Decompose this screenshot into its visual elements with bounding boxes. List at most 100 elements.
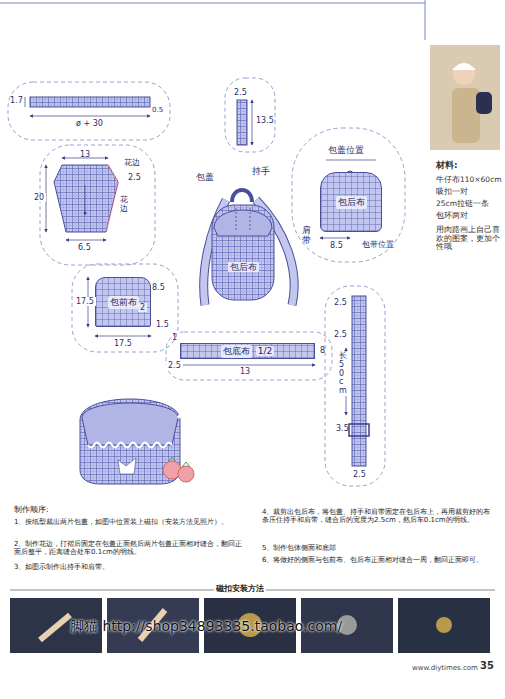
pattern-piece: 包后布: [320, 172, 382, 232]
dimension-label: 13: [80, 150, 90, 159]
drawing-part: [452, 88, 480, 143]
piece-name: 包后布: [336, 196, 367, 209]
dimension-label: 2.5: [166, 361, 183, 370]
dimension-label: 脚猫 http://shop34893335.taobao.com/: [70, 618, 342, 634]
drawing-part: [430, 45, 500, 150]
drawing-part: [436, 617, 452, 633]
dimension-label: 磁扣安装方法: [214, 584, 266, 593]
flap-piece: [46, 158, 118, 240]
dimension-label: 0.5: [152, 106, 163, 114]
drawing-part: [225, 78, 275, 152]
bottom-strip-marks: [180, 365, 315, 366]
materials-text: 用肉路画上自己喜欢的图案，更加个性哦: [436, 226, 500, 252]
drawing-part: [178, 466, 194, 482]
dimension-label: 8.5: [152, 283, 165, 292]
drawing-part: [168, 457, 190, 467]
dimension-label: 花边: [120, 196, 128, 214]
drawing-part: [326, 160, 376, 161]
dimension-label: 1.5: [156, 320, 169, 329]
dimension-label: 1.7: [10, 96, 23, 105]
drawing-part: [72, 264, 178, 352]
dimension-label: 包带位置: [362, 240, 394, 249]
instruction-text: 1、按纸型裁出两片包盖，如图中位置装上磁扣（安装方法见照片）。: [14, 518, 248, 526]
drawing-part: [214, 210, 272, 236]
drawing-part: [30, 116, 150, 117]
pattern-piece: 包前布: [95, 277, 151, 327]
dimension-label: 3.5: [336, 424, 349, 433]
front-piece-marks: [88, 277, 151, 336]
instruction-text: 制作顺序:: [14, 506, 49, 515]
drawing-part: [95, 336, 151, 337]
dimension-label: 2.5: [128, 173, 141, 182]
drawing-part: [212, 205, 274, 300]
piece-name: 1/2: [256, 346, 274, 356]
strap-piece: [25, 97, 150, 116]
dimension-label: 1: [172, 333, 177, 342]
drawing-part: [40, 145, 155, 265]
drawing-part: [452, 63, 476, 70]
drawing-part: [349, 424, 369, 436]
drawing-part: [66, 240, 106, 241]
drawing-part: [352, 296, 366, 466]
drawing-part: [237, 100, 247, 145]
drawing-part: [82, 403, 178, 445]
drawing-part: [166, 332, 332, 380]
drawing-part: [453, 63, 475, 85]
drawing-part: [320, 238, 350, 239]
backpack-illustration: [204, 190, 294, 305]
page-rule: [0, 0, 425, 40]
dimension-label: 2.5: [334, 298, 347, 307]
materials-text: 材料:: [436, 160, 458, 170]
dimension-label: www.diytimes.com: [412, 664, 478, 672]
drawing-part: [180, 365, 315, 366]
dimension-label: 包后布: [228, 262, 259, 272]
dimension-label: 包盖位置: [328, 145, 364, 155]
drawing-part: [25, 97, 26, 107]
dimension-label: 包盖: [196, 172, 214, 182]
handle-piece: [237, 100, 252, 145]
dimension-label: 8.5: [330, 241, 343, 250]
dimension-label: 2: [138, 303, 147, 312]
dimension-label: 花边: [124, 158, 140, 167]
instruction-text: 3、如图示制作出持手和肩带。: [14, 563, 248, 571]
drawing-part: [8, 82, 170, 140]
dimension-label: 13: [240, 367, 250, 376]
dimension-label: 2.5: [234, 88, 247, 97]
materials-text: 吸扣一对: [436, 188, 468, 197]
drawing-part: [88, 443, 172, 448]
photo-child: [430, 45, 500, 150]
drawing-part: [30, 97, 150, 107]
drawing-part: [54, 165, 118, 232]
instruction-text: 6、将做好的侧面与包前布、包后布正面相对缝合一周，翻回正面即可。: [262, 556, 496, 564]
dimension-label: 6.5: [78, 243, 91, 252]
instruction-text: 5、制作包体侧面和底部: [262, 544, 496, 552]
pattern-piece: 包底布1/2: [180, 343, 315, 359]
dimension-label: 13.5: [256, 116, 274, 125]
materials-text: 25cm拉链一条: [436, 200, 489, 209]
dimension-label: 长 50cm: [337, 352, 349, 396]
drawing-part: [80, 399, 180, 484]
instruction-text: 2、制作花边，打褶后固定在包盖正面然后两片包盖正面相对缝合，翻回正面后整平，距离…: [14, 540, 248, 556]
install-photos: [10, 590, 495, 653]
drawing-part: [106, 165, 118, 232]
dimension-label: 肩带: [302, 226, 311, 246]
drawing-part: [476, 92, 492, 114]
dimension-label: 持手: [252, 166, 270, 176]
materials-text: 包环两对: [436, 212, 468, 221]
instruction-text: 4、裁剪出包后布，将包盖、持手和肩带固定在包后布上，再用裁剪好的布条压住持手和肩…: [262, 508, 496, 524]
drawing-part: [292, 128, 405, 262]
drawing-part: [325, 286, 385, 486]
piece-name: 包前布: [108, 296, 139, 309]
drawing-part: [118, 458, 136, 474]
dimension-label: 2.5: [353, 470, 366, 479]
finished-bag-illustration: [72, 399, 194, 484]
dimension-label: 17.5: [112, 339, 134, 348]
dimension-label: 20: [32, 193, 46, 202]
drawing-part: [85, 185, 86, 215]
drawing-part: [236, 208, 250, 232]
dimension-label: 8: [320, 346, 325, 355]
drawing-part: [72, 406, 186, 418]
dimension-label: 35: [480, 660, 494, 672]
dimension-label: 2.5: [334, 330, 347, 339]
shoulder-strap: [346, 296, 369, 466]
